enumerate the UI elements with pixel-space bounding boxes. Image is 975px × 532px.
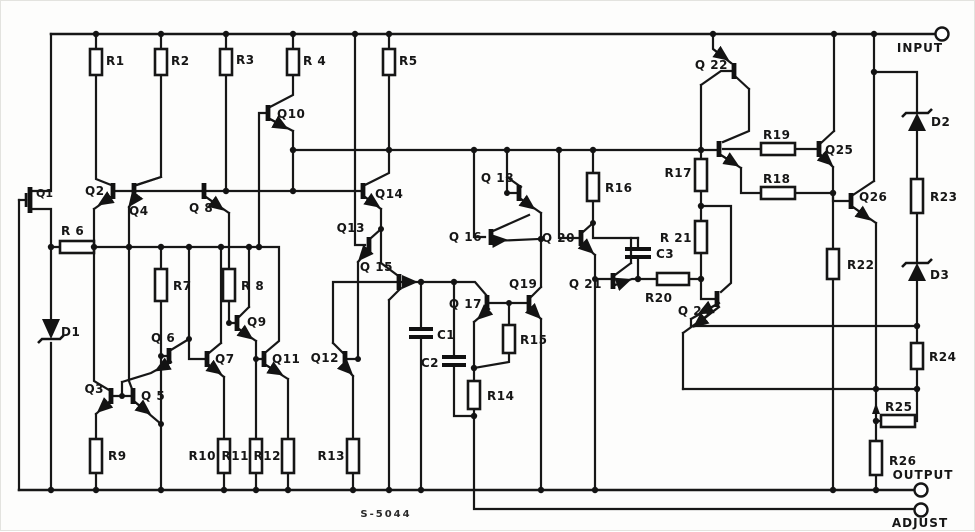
output-terminal [913, 482, 929, 498]
part-number-label: S-5044 [360, 509, 411, 520]
label-r5: R5 [399, 54, 418, 68]
label-r25: R25 [885, 400, 912, 414]
label-q12: Q12 [311, 351, 339, 365]
terminal-labels: INPUT OUTPUT ADJUST [892, 41, 954, 530]
label-r6: R 6 [61, 224, 84, 238]
label-r17: R17 [665, 166, 692, 180]
label-q25: Q25 [825, 143, 853, 157]
label-r19: R19 [763, 128, 790, 142]
emitter-arrows [96, 45, 880, 415]
label-q26: Q26 [859, 190, 887, 204]
label-q19: Q19 [509, 277, 537, 291]
label-r12: R12 [254, 449, 281, 463]
label-q2: Q2 [85, 184, 105, 198]
input-label: INPUT [897, 41, 943, 55]
resistor-bodies [58, 47, 925, 477]
label-r24: R24 [929, 350, 956, 364]
label-d3: D3 [930, 268, 949, 282]
label-r4: R 4 [303, 54, 326, 68]
component-labels: Q1 Q2 Q3 Q4 Q 5 Q 6 Q7 Q 8 Q9 Q10 Q11 Q1… [36, 53, 957, 468]
label-r1: R1 [106, 54, 125, 68]
label-q22: Q 22 [695, 58, 728, 72]
label-c2: C2 [421, 356, 439, 370]
label-q21: Q 21 [569, 277, 602, 291]
label-r22: R22 [847, 258, 874, 272]
label-r7: R7 [173, 279, 192, 293]
label-r13: R13 [318, 449, 345, 463]
label-q18: Q 18 [481, 171, 514, 185]
diode-d2-symbol [901, 108, 933, 131]
label-q6: Q 6 [151, 331, 175, 345]
label-q20: Q 20 [542, 231, 575, 245]
junction-dots [47, 30, 921, 494]
label-r15: R15 [520, 333, 547, 347]
label-q24: Q 24 [678, 304, 711, 318]
label-r2: R2 [171, 54, 190, 68]
label-r9: R9 [108, 449, 127, 463]
diode-d1-symbol [37, 319, 65, 344]
transistor-bars [24, 63, 854, 404]
label-r8: R 8 [241, 279, 264, 293]
label-r3: R3 [236, 53, 255, 67]
label-r16: R16 [605, 181, 632, 195]
label-q9: Q9 [247, 315, 267, 329]
diode-d3-symbol [901, 258, 933, 281]
label-q13: Q13 [337, 221, 365, 235]
label-r26: R26 [889, 454, 916, 468]
label-q14: Q14 [375, 187, 403, 201]
label-r14: R14 [487, 389, 514, 403]
output-label: OUTPUT [893, 468, 954, 482]
label-r20: R20 [645, 291, 672, 305]
label-q10: Q10 [277, 107, 305, 121]
adjust-label: ADJUST [892, 516, 948, 530]
label-r23: R23 [930, 190, 957, 204]
label-q7: Q7 [215, 352, 235, 366]
label-q3: Q3 [84, 382, 104, 396]
label-q1: Q1 [36, 187, 53, 200]
input-terminal [934, 26, 950, 42]
label-q4: Q4 [129, 204, 149, 218]
label-d1: D1 [61, 325, 80, 339]
label-q15: Q 15 [360, 260, 393, 274]
label-r18: R18 [763, 172, 790, 186]
label-r21: R 21 [660, 231, 692, 245]
label-q8: Q 8 [189, 201, 213, 215]
label-r10: R10 [189, 449, 216, 463]
adjust-terminal [913, 502, 929, 518]
label-c3: C3 [656, 247, 674, 261]
label-q17: Q 17 [449, 297, 482, 311]
label-q16: Q 16 [449, 230, 482, 244]
diode-symbols [37, 108, 933, 344]
label-r11: R11 [222, 449, 249, 463]
label-c1: C1 [437, 328, 455, 342]
label-q11: Q11 [272, 352, 300, 366]
label-q5: Q 5 [141, 389, 165, 403]
label-d2: D2 [931, 115, 950, 129]
capacitor-plates [409, 247, 651, 367]
